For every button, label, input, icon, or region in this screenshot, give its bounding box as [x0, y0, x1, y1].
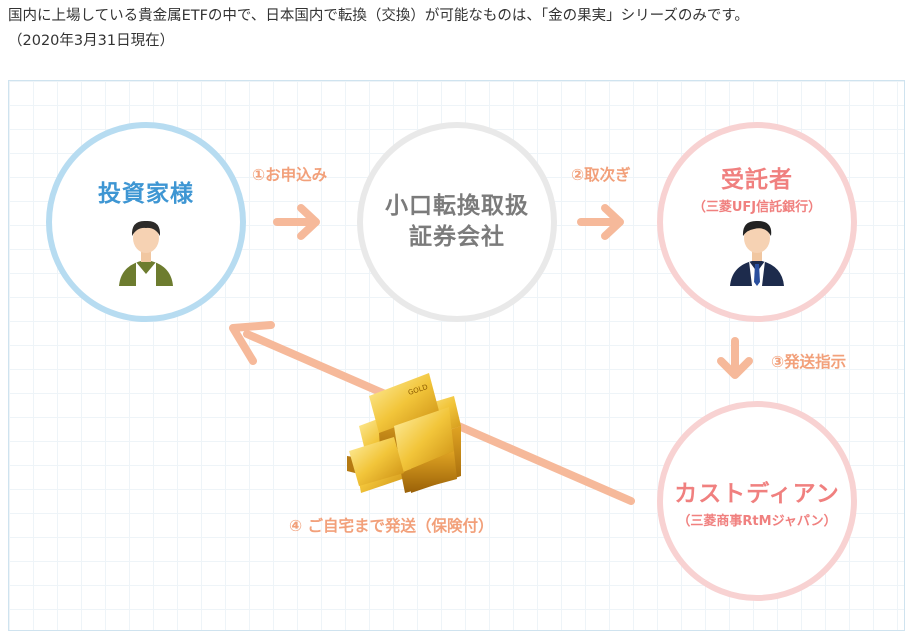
investor-person-icon	[117, 214, 175, 290]
diagram-overlay: GOLD	[229, 204, 753, 505]
flow-diagram: GOLD 投資家様 小口転換取扱 証券会社 受託者 （三菱UFJ信託銀行）	[8, 80, 905, 631]
intro-line-2: （2020年3月31日現在）	[8, 33, 175, 49]
arrow-right-icon	[577, 204, 624, 240]
broker-label-line1: 小口転換取扱	[385, 193, 529, 219]
intro-line-1: 国内に上場している貴金属ETFの中で、日本国内で転換（交換）が可能なものは、「金…	[8, 8, 749, 24]
custodian-node: カストディアン （三菱商事RtMジャパン）	[657, 401, 857, 601]
trustee-sublabel: （三菱UFJ信託銀行）	[692, 199, 822, 215]
investor-label: 投資家様	[98, 181, 194, 207]
custodian-sublabel: （三菱商事RtMジャパン）	[677, 513, 837, 529]
step2-label: ②取次ぎ	[571, 166, 631, 184]
step4-label: ④ ご自宅まで発送（保険付）	[289, 517, 494, 535]
trustee-node: 受託者 （三菱UFJ信託銀行）	[657, 122, 857, 322]
arrow-down-icon	[717, 337, 753, 379]
step3-label: ③発送指示	[771, 353, 847, 371]
broker-label-line2: 証券会社	[409, 224, 505, 250]
broker-node: 小口転換取扱 証券会社	[357, 122, 557, 322]
trustee-person-icon	[728, 214, 786, 290]
investor-node: 投資家様	[46, 122, 246, 322]
custodian-label: カストディアン	[674, 480, 840, 507]
intro-text: 国内に上場している貴金属ETFの中で、日本国内で転換（交換）が可能なものは、「金…	[8, 4, 913, 54]
arrow-right-icon	[273, 204, 320, 240]
trustee-label: 受託者	[721, 166, 793, 193]
gold-bars-image: GOLD	[347, 373, 461, 493]
step1-label: ①お申込み	[252, 166, 328, 184]
